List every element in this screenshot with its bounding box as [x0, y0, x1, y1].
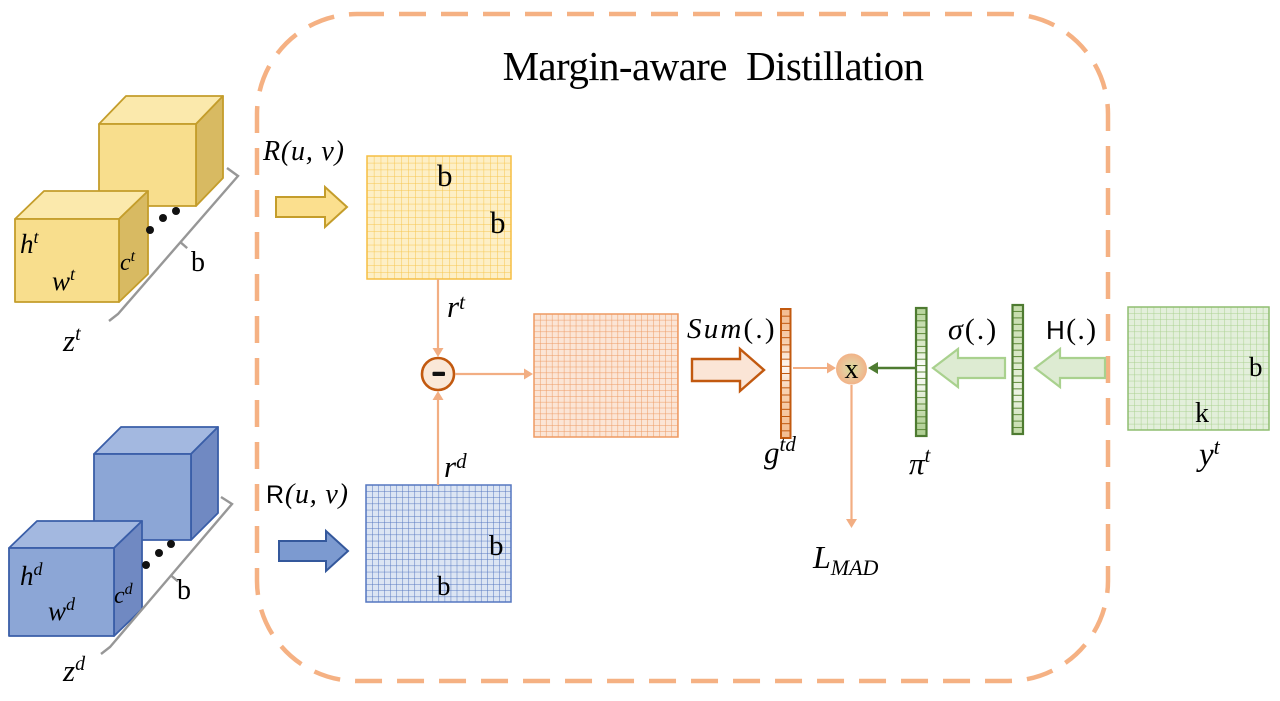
svg-text:σ(.): σ(.) [948, 313, 998, 346]
svg-text:b: b [490, 205, 506, 240]
svg-text:yt: yt [1196, 434, 1221, 473]
svg-text:b: b [1249, 352, 1263, 382]
svg-text:H(.): H(.) [1046, 313, 1097, 346]
svg-text:b: b [191, 247, 205, 278]
svg-text:b: b [489, 530, 504, 562]
svg-text:R(u, v): R(u, v) [262, 136, 345, 167]
svg-text:rd: rd [444, 449, 467, 484]
svg-text:zd: zd [62, 653, 86, 688]
svg-text:LMAD: LMAD [812, 539, 879, 580]
svg-text:R(u, v): R(u, v) [266, 479, 349, 510]
svg-text:πt: πt [909, 443, 932, 481]
svg-text:x: x [845, 354, 859, 385]
svg-text:Margin-aware Distillation: Margin-aware Distillation [503, 43, 924, 89]
svg-text:k: k [1195, 398, 1209, 429]
svg-text:b: b [437, 571, 451, 601]
svg-text:Sum(.): Sum(.) [687, 313, 777, 345]
svg-text:rt: rt [447, 289, 466, 324]
svg-text:b: b [437, 158, 453, 193]
svg-text:b: b [177, 575, 191, 606]
svg-text:gtd: gtd [764, 432, 796, 470]
svg-text:zt: zt [62, 323, 81, 358]
